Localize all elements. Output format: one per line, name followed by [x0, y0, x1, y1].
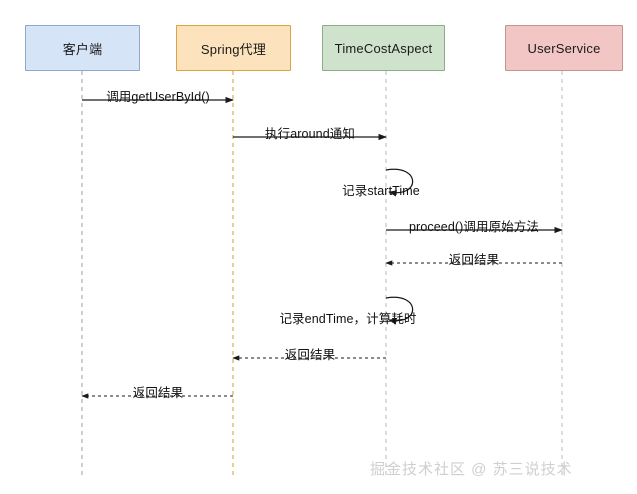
- message-label-m3: 记录startTime: [342, 184, 420, 198]
- message-label-m1: 调用getUserById(): [106, 90, 210, 104]
- message-selfloop-m3: [385, 168, 414, 197]
- message-selfloop-m6: [385, 296, 414, 325]
- participant-label-spring-proxy: Spring代理: [200, 41, 267, 57]
- message-label-m5: 返回结果: [448, 253, 500, 267]
- participant-box-spring-proxy[interactable]: Spring代理: [176, 25, 291, 71]
- message-label-m8: 返回结果: [132, 386, 184, 400]
- watermark-text: 掘金技术社区 @ 苏三说技术: [370, 461, 573, 478]
- message-label-m6: 记录endTime，计算耗时: [279, 312, 417, 326]
- messages-group: [81, 96, 563, 399]
- participant-label-time-cost-aspect: TimeCostAspect: [334, 40, 433, 56]
- message-label-m2: 执行around通知: [265, 127, 355, 141]
- participant-box-client[interactable]: 客户端: [25, 25, 140, 71]
- participant-label-client: 客户端: [62, 41, 103, 57]
- participant-box-time-cost-aspect[interactable]: TimeCostAspect: [322, 25, 445, 71]
- participant-label-user-service: UserService: [527, 40, 601, 56]
- participant-box-user-service[interactable]: UserService: [505, 25, 623, 71]
- message-label-m4: proceed()调用原始方法: [409, 220, 539, 234]
- message-label-m7: 返回结果: [284, 348, 336, 362]
